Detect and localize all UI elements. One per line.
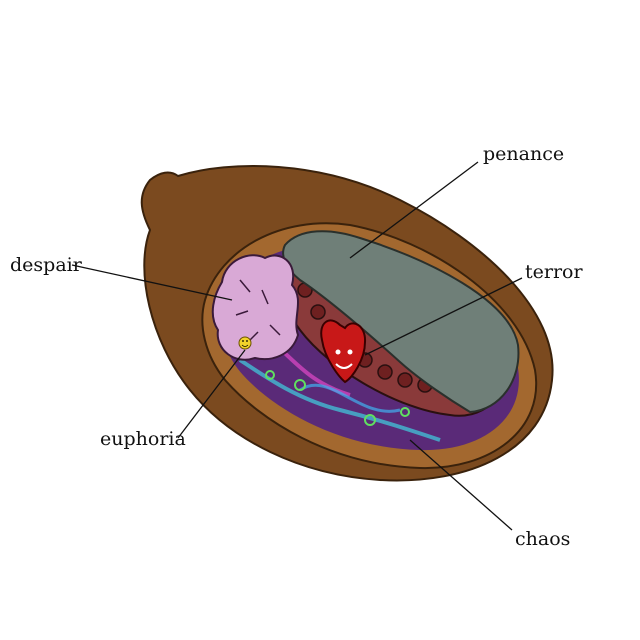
label-euphoria: euphoria	[100, 428, 186, 450]
penance-block	[282, 230, 520, 414]
label-penance: penance	[483, 143, 564, 165]
label-terror: terror	[525, 261, 583, 283]
euphoria-leader	[177, 349, 246, 439]
chaos-leader	[409, 439, 513, 531]
penance-leader	[349, 161, 479, 259]
label-chaos: chaos	[515, 528, 570, 550]
penance-structure	[281, 230, 520, 417]
chaos-region	[238, 328, 441, 442]
despair-leader	[71, 264, 233, 301]
leader-lines	[71, 161, 523, 531]
despair-organ	[211, 254, 300, 361]
terror-leader	[364, 277, 523, 356]
euphoria-smiley-icon	[238, 336, 252, 350]
terror-heart-icon	[320, 319, 367, 384]
label-despair: despair	[10, 254, 83, 276]
